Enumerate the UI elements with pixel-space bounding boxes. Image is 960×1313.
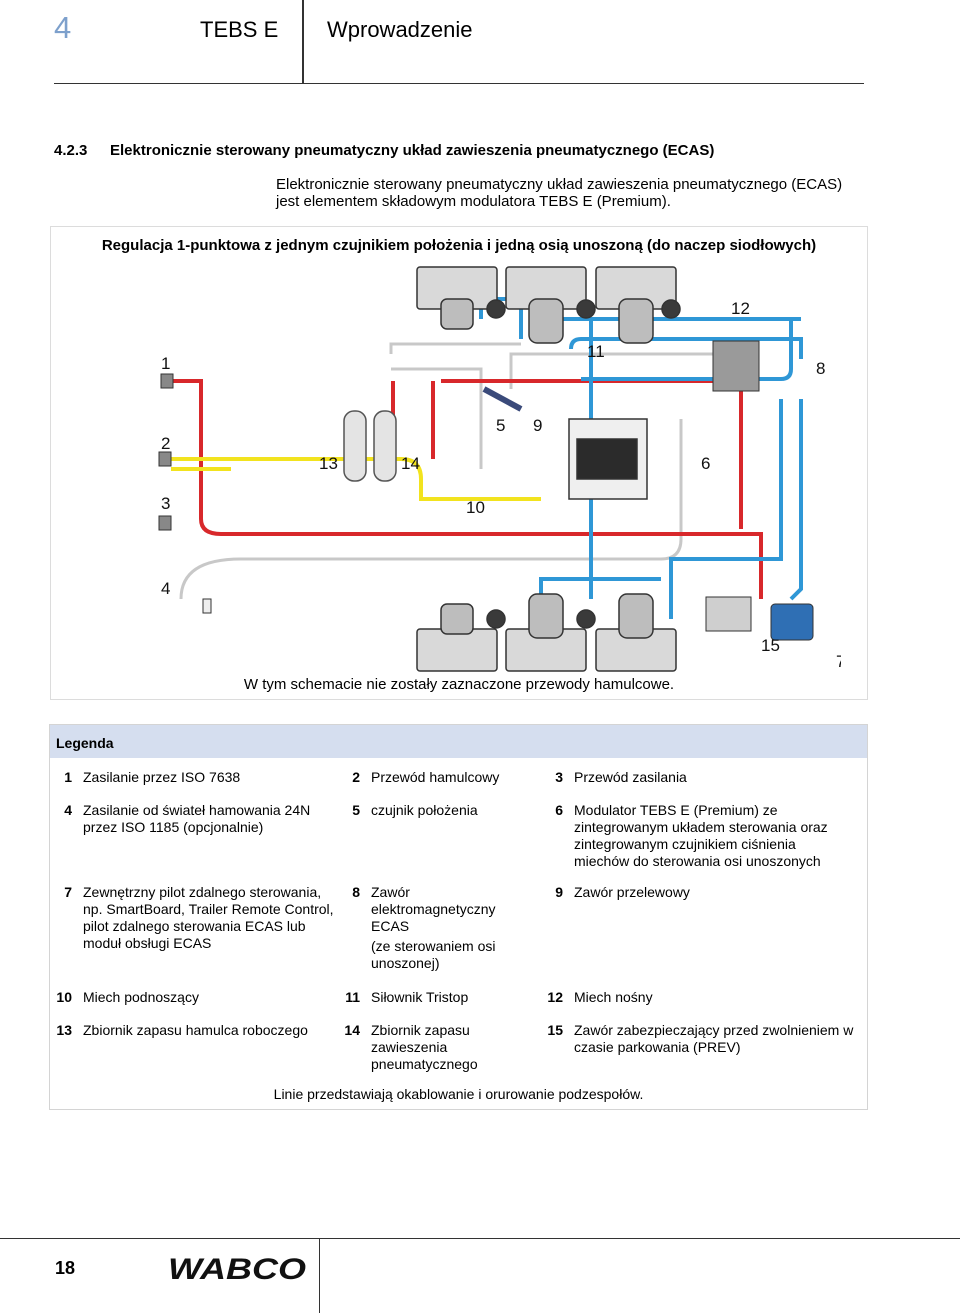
air-reservoirs xyxy=(343,410,397,482)
legend-text: Przewód hamulcowy xyxy=(371,769,500,785)
tebs-modulator xyxy=(568,418,648,500)
legend-num: 7 xyxy=(64,884,72,900)
legend-text: Zasilanie przez ISO 7638 xyxy=(83,769,241,785)
legend-num: 10 xyxy=(56,989,72,1005)
legend-num: 13 xyxy=(56,1022,72,1038)
remote-control xyxy=(770,603,814,641)
legend-num: 4 xyxy=(64,802,72,818)
svg-text:6: 6 xyxy=(701,454,710,473)
svg-text:3: 3 xyxy=(161,494,170,513)
header-title: TEBS E xyxy=(200,17,279,42)
figure-frame: Regulacja 1-punktowa z jednym czujnikiem… xyxy=(50,226,868,700)
legend-num: 1 xyxy=(64,769,72,785)
legend-text: Przewód zasilania xyxy=(574,769,687,785)
legend-num: 2 xyxy=(352,769,360,785)
gray-lines xyxy=(179,342,751,600)
section-number: 4.2.3 xyxy=(54,142,88,159)
footer-divider xyxy=(319,1238,320,1313)
svg-text:14: 14 xyxy=(401,454,420,473)
svg-text:9: 9 xyxy=(533,416,542,435)
svg-text:5: 5 xyxy=(496,416,505,435)
legend-num: 11 xyxy=(345,989,360,1005)
legend-header: Legenda xyxy=(50,725,867,758)
prev-valve xyxy=(705,596,752,632)
legend-text: Miech podnoszący xyxy=(83,989,199,1005)
legend-footer: Linie przedstawiają okablowanie i orurow… xyxy=(273,1086,644,1102)
svg-text:WABCO: WABCO xyxy=(168,1254,306,1284)
svg-text:8: 8 xyxy=(816,359,825,378)
header-subtitle: Wprowadzenie xyxy=(327,17,473,42)
legend-num: 8 xyxy=(352,884,360,900)
yellow-brake-line xyxy=(171,457,541,501)
couplings xyxy=(158,373,212,614)
svg-text:1: 1 xyxy=(161,354,170,373)
svg-text:11: 11 xyxy=(587,342,605,361)
svg-text:10: 10 xyxy=(466,498,485,517)
legend-num: 14 xyxy=(344,1022,360,1038)
page-number: 18 xyxy=(55,1258,76,1278)
legend-text: Zawór przelewowy xyxy=(574,884,690,900)
legend-text: Zbiornik zapasu hamulca roboczego xyxy=(83,1022,308,1038)
wabco-logo: WABCO xyxy=(168,1254,306,1284)
legend-text: Zawór elektromagnetyczny ECAS xyxy=(371,884,496,934)
bottom-actuators xyxy=(416,593,677,672)
legend-text: czujnik położenia xyxy=(371,802,478,818)
figure-note: W tym schemacie nie zostały zaznaczone p… xyxy=(243,676,675,693)
callout-labels: 1 2 3 4 5 6 7 8 9 10 11 12 13 14 15 xyxy=(161,299,841,671)
legend-num: 15 xyxy=(547,1022,563,1038)
header-divider xyxy=(302,0,304,84)
legend-text-note: (ze sterowaniem osi unoszonej) xyxy=(371,938,496,971)
legend-num: 6 xyxy=(555,802,563,818)
svg-text:15: 15 xyxy=(761,636,780,655)
height-sensor xyxy=(482,386,523,412)
legend-num: 3 xyxy=(555,769,563,785)
legend-text: Zawór zabezpieczający przed zwolnieniem … xyxy=(574,1022,854,1055)
ecas-schematic-diagram: 1 2 3 4 5 6 7 8 9 10 11 12 13 14 15 xyxy=(158,266,841,672)
svg-text:2: 2 xyxy=(161,434,170,453)
legend-table: Legenda 1 Zasilanie przez ISO 7638 2 Prz… xyxy=(49,724,868,1110)
legend-text: Miech nośny xyxy=(574,989,653,1005)
legend-num: 5 xyxy=(352,802,360,818)
legend-title: Legenda xyxy=(56,735,114,751)
legend-text: Zewnętrzny pilot zdalnego sterowania, np… xyxy=(83,884,334,951)
figure-title: Regulacja 1-punktowa z jednym czujnikiem… xyxy=(101,237,817,254)
legend-text: Siłownik Tristop xyxy=(371,989,469,1005)
svg-text:7: 7 xyxy=(836,652,841,671)
legend-text: Zbiornik zapasu zawieszenia pneumatyczne… xyxy=(371,1022,478,1072)
ecas-solenoid-valve xyxy=(712,340,760,392)
legend-num: 9 xyxy=(555,884,563,900)
chapter-number: 4 xyxy=(54,10,72,45)
svg-text:4: 4 xyxy=(161,579,170,598)
top-actuators xyxy=(416,266,681,344)
header-rule xyxy=(54,83,864,84)
section-title: Elektronicznie sterowany pneumatyczny uk… xyxy=(110,142,715,159)
intro-paragraph: Elektronicznie sterowany pneumatyczny uk… xyxy=(276,176,843,210)
legend-text: Zasilanie od świateł hamowania 24N przez… xyxy=(83,802,311,835)
legend-text: Modulator TEBS E (Premium) ze zintegrowa… xyxy=(574,802,828,869)
svg-text:13: 13 xyxy=(319,454,338,473)
legend-num: 12 xyxy=(547,989,563,1005)
footer-rule xyxy=(0,1238,960,1239)
svg-text:12: 12 xyxy=(731,299,750,318)
